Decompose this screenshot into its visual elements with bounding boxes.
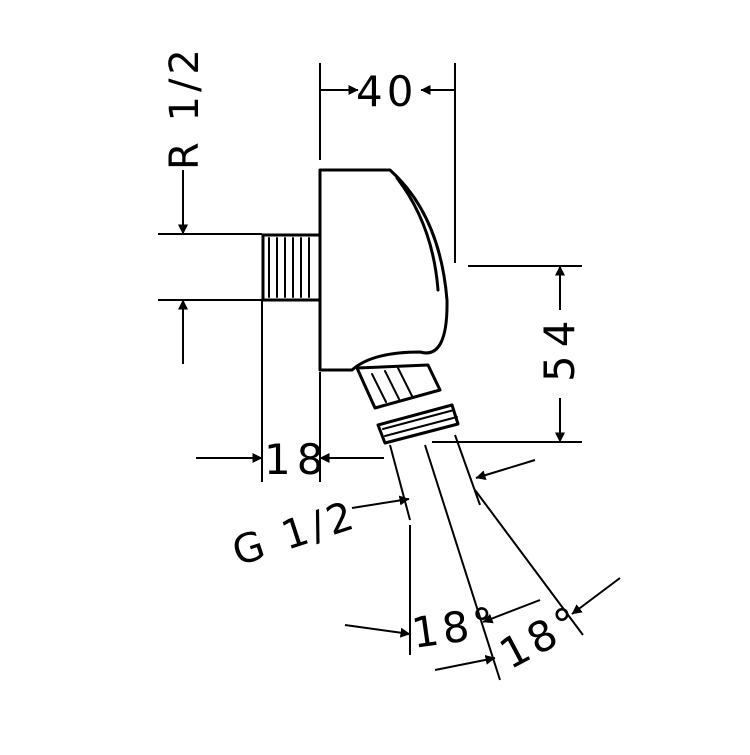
- dim-width: 40: [356, 67, 417, 116]
- dim-outlet-thread: G 1/2: [227, 492, 363, 575]
- outlet-nut: [376, 403, 460, 445]
- outlet-body: [318, 168, 449, 372]
- dim-inlet-length: 18: [264, 435, 329, 484]
- outlet-body-inner-line: [395, 176, 440, 292]
- dim-inlet-thread: R 1/2: [162, 45, 208, 170]
- outlet-swivel: [355, 363, 442, 410]
- inlet-nipple: [261, 233, 322, 302]
- dim-swivel-angle-left: 18°: [409, 597, 501, 658]
- dim-height: 54: [535, 313, 584, 382]
- dim-swivel-angle-right: 18°: [492, 595, 591, 679]
